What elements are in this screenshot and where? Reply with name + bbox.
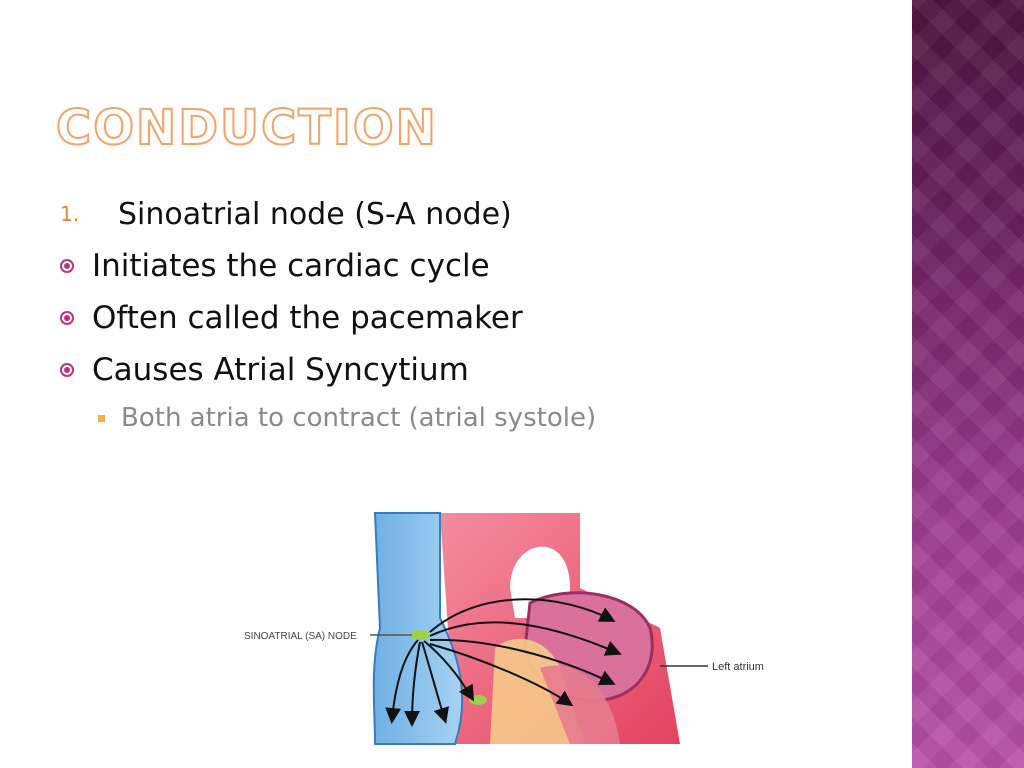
- list-item: Causes Atrial Syncytium: [60, 344, 900, 396]
- sub-list-item-text: Both atria to contract (atrial systole): [121, 403, 597, 433]
- list-number: 1.: [60, 202, 80, 226]
- list-item-text: Sinoatrial node (S-A node): [118, 196, 512, 232]
- left-atrium-label: Left atrium: [712, 661, 764, 673]
- radio-bullet-icon: [60, 311, 74, 325]
- slide-title: Conduction: [55, 99, 438, 157]
- side-accent-band: [912, 0, 1024, 768]
- list-item-text: Causes Atrial Syncytium: [92, 352, 469, 388]
- ventricle-wall: [540, 665, 620, 744]
- list-item-text: Initiates the cardiac cycle: [92, 248, 490, 284]
- list-item-text: Often called the pacemaker: [92, 300, 523, 336]
- sa-node-label: SINOATRIAL (SA) NODE: [244, 631, 357, 642]
- sa-node-marker: [410, 630, 430, 640]
- list-item: Initiates the cardiac cycle: [60, 240, 900, 292]
- list-item: Often called the pacemaker: [60, 292, 900, 344]
- square-bullet-icon: [98, 414, 105, 422]
- radio-bullet-icon: [60, 259, 74, 273]
- radio-bullet-icon: [60, 363, 74, 377]
- bullet-list: 1. Sinoatrial node (S-A node) Initiates …: [60, 188, 900, 440]
- sub-list-item: Both atria to contract (atrial systole): [60, 396, 900, 440]
- list-item-numbered: 1. Sinoatrial node (S-A node): [60, 188, 900, 240]
- heart-conduction-diagram: SINOATRIAL (SA) NODE Left atrium: [244, 512, 764, 745]
